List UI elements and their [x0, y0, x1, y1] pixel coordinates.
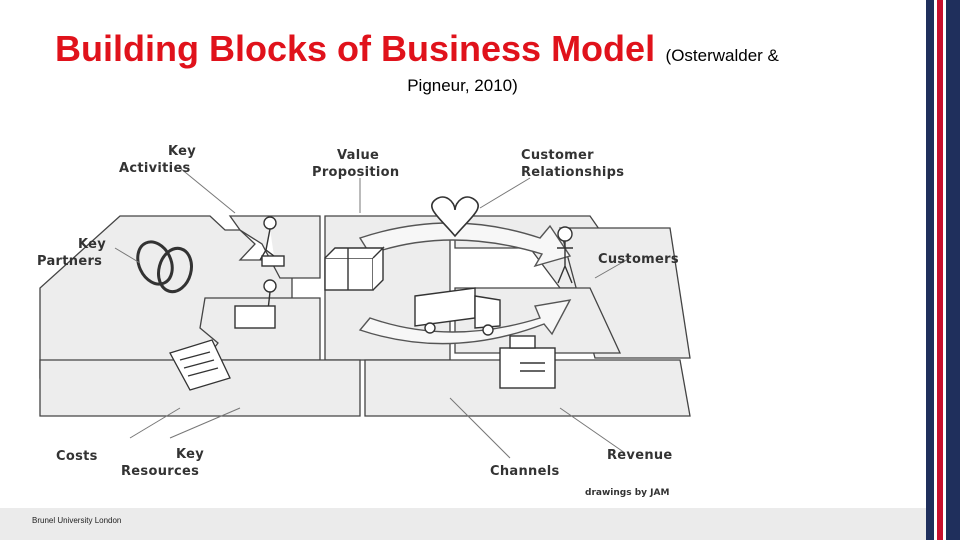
label-key-resources-line1: Key — [176, 447, 204, 462]
side-accent-bars — [926, 0, 960, 540]
drawings-credit: drawings by JAM — [585, 488, 669, 498]
worker-icon — [259, 216, 285, 267]
label-costs: Costs — [56, 449, 98, 464]
block-costs — [39, 359, 361, 417]
label-key-resources-line2: Resources — [121, 464, 199, 479]
title-citation: (Osterwalder & — [665, 46, 779, 65]
business-model-canvas: Key Activities Value Proposition Custome… — [30, 138, 710, 504]
footer-band — [0, 508, 926, 540]
canvas-drawing: Key Activities Value Proposition Custome… — [37, 144, 691, 498]
gift-icon — [324, 246, 385, 291]
accent-bar-gap-1 — [934, 0, 937, 540]
truck-icon — [414, 287, 501, 336]
label-key-activities-line2: Activities — [119, 161, 191, 176]
label-value-proposition-line1: Value — [337, 148, 379, 163]
slide-title: Building Blocks of Business Model (Oster… — [55, 28, 779, 70]
invoice-icon — [169, 339, 231, 391]
accent-bar-gap-2 — [943, 0, 946, 540]
title-main: Building Blocks of Business Model — [55, 28, 656, 69]
resource-worker-icon — [234, 279, 277, 329]
heart-icon — [431, 196, 479, 238]
label-key-partners-line2: Partners — [37, 254, 102, 269]
label-channels: Channels — [490, 464, 560, 479]
canvas-blocks — [39, 215, 691, 417]
title-citation-continued: Pigneur, 2010) — [407, 76, 518, 95]
block-key-activities — [228, 215, 321, 279]
label-leaders — [114, 167, 631, 459]
label-key-activities-line1: Key — [168, 144, 196, 159]
label-customer-relationships-line1: Customer — [521, 148, 594, 163]
footer-organization: Brunel University London — [32, 516, 122, 525]
arrow-top — [358, 222, 572, 268]
rings-icon — [136, 240, 193, 294]
customer-icon — [557, 226, 573, 284]
label-key-partners-line1: Key — [78, 237, 106, 252]
cash-register-icon — [499, 335, 556, 389]
accent-bar-navy-left — [926, 0, 934, 540]
label-value-proposition-line2: Proposition — [312, 165, 399, 180]
accent-bar-navy-right — [946, 0, 960, 540]
label-revenue: Revenue — [607, 448, 673, 463]
label-customer-relationships-line2: Relationships — [521, 165, 624, 180]
label-customers: Customers — [598, 252, 679, 267]
accent-bar-red — [937, 0, 943, 540]
flow-arrows — [358, 222, 572, 345]
